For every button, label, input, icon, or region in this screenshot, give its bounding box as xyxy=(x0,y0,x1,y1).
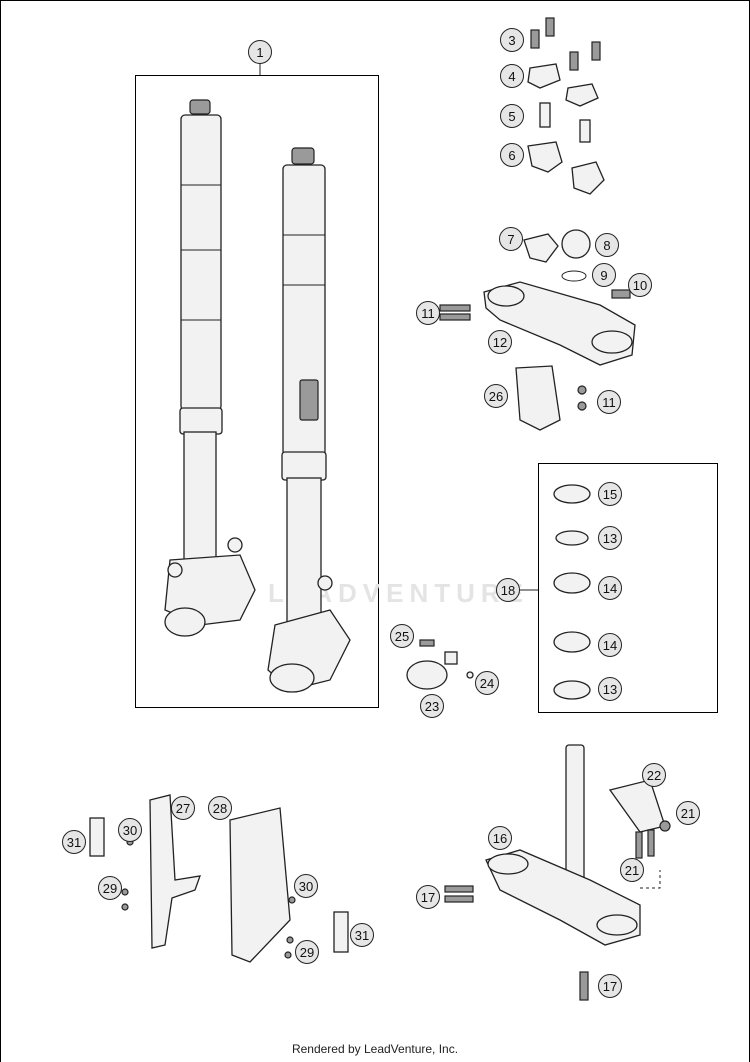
callout-12[interactable]: 12 xyxy=(488,330,512,354)
callout-14-upper[interactable]: 14 xyxy=(598,576,622,600)
callout-10[interactable]: 10 xyxy=(628,273,652,297)
callout-30-right[interactable]: 30 xyxy=(294,874,318,898)
callout-29-left[interactable]: 29 xyxy=(98,876,122,900)
clamp-parts xyxy=(527,17,605,195)
callout-24[interactable]: 24 xyxy=(475,671,499,695)
callout-7[interactable]: 7 xyxy=(499,227,523,251)
footer-credit: Rendered by LeadVenture, Inc. xyxy=(291,1042,459,1056)
callout-21-right[interactable]: 21 xyxy=(676,801,700,825)
callout-13-upper[interactable]: 13 xyxy=(598,526,622,550)
bearing-kit xyxy=(553,484,591,700)
callout-1[interactable]: 1 xyxy=(248,40,272,64)
upper-triple-clamp xyxy=(439,229,636,431)
clamp-ring xyxy=(406,639,474,690)
callout-28[interactable]: 28 xyxy=(208,796,232,820)
callout-6[interactable]: 6 xyxy=(500,143,524,167)
callout-17-bottom[interactable]: 17 xyxy=(598,974,622,998)
callout-11-lower[interactable]: 11 xyxy=(597,390,621,414)
fork-guards xyxy=(89,794,349,963)
callout-3[interactable]: 3 xyxy=(500,28,524,52)
callout-15[interactable]: 15 xyxy=(598,482,622,506)
callout-17-left[interactable]: 17 xyxy=(416,885,440,909)
callout-30-left[interactable]: 30 xyxy=(118,818,142,842)
callout-31-right[interactable]: 31 xyxy=(350,923,374,947)
bearing-kit-frame xyxy=(538,463,718,713)
callout-13-lower[interactable]: 13 xyxy=(598,677,622,701)
callout-22[interactable]: 22 xyxy=(642,763,666,787)
callout-5[interactable]: 5 xyxy=(500,104,524,128)
fork-group-frame xyxy=(135,75,379,708)
callout-16[interactable]: 16 xyxy=(488,826,512,850)
fork-leg-left xyxy=(164,99,256,637)
callout-23[interactable]: 23 xyxy=(420,694,444,718)
callout-14-lower[interactable]: 14 xyxy=(598,633,622,657)
callout-18[interactable]: 18 xyxy=(496,578,520,602)
fork-leg-right xyxy=(267,147,351,693)
callout-27[interactable]: 27 xyxy=(171,796,195,820)
callout-26[interactable]: 26 xyxy=(484,384,508,408)
callout-29-right[interactable]: 29 xyxy=(295,940,319,964)
callout-21-lower[interactable]: 21 xyxy=(620,858,644,882)
callout-11-upper[interactable]: 11 xyxy=(416,301,440,325)
callout-4[interactable]: 4 xyxy=(500,64,524,88)
callout-31-left[interactable]: 31 xyxy=(62,830,86,854)
lower-triple-clamp xyxy=(444,744,671,1001)
callout-9[interactable]: 9 xyxy=(592,263,616,287)
callout-25[interactable]: 25 xyxy=(390,624,414,648)
callout-8[interactable]: 8 xyxy=(595,233,619,257)
